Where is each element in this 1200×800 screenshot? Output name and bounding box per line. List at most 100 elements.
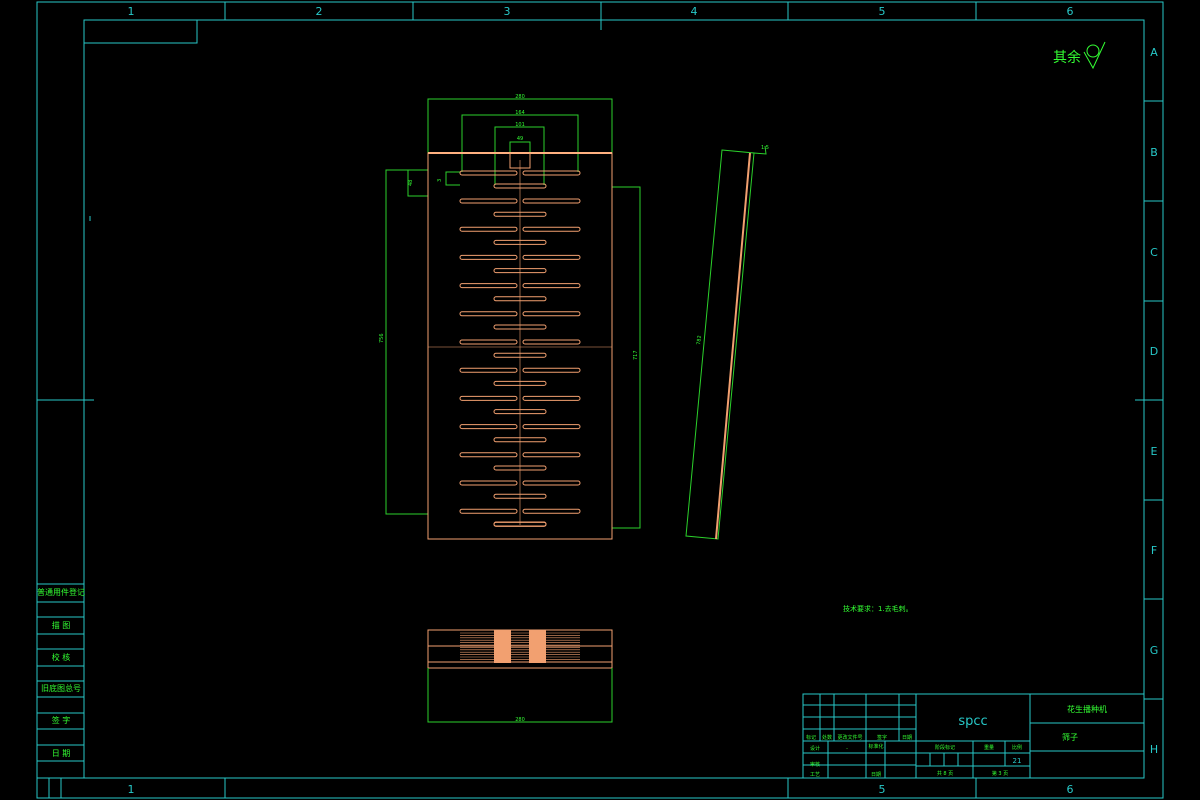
strip-label-signature: 签 字 <box>52 715 71 725</box>
slot-inner <box>493 268 547 274</box>
col-label-6: 6 <box>1067 5 1074 18</box>
strip-label-register: 普通用件登记 <box>37 587 85 597</box>
col-label-5: 5 <box>879 5 886 18</box>
slot-outer-left <box>459 254 518 260</box>
header-count: 处数 <box>822 734 832 741</box>
front-view: 280 164 101 49 3 48 756 717 <box>379 94 641 540</box>
slot-outer-left <box>459 170 518 176</box>
scale-label: 比例 <box>1012 744 1022 751</box>
slot-outer-left <box>459 339 518 345</box>
row-label-b: B <box>1150 146 1158 159</box>
slot-outer-right <box>522 254 581 260</box>
left-strip: 普通用件登记 描 图 校 核 旧底图总号 签 字 日 期 <box>37 583 85 798</box>
slot-inner <box>493 183 547 189</box>
strip-label-date: 日 期 <box>52 749 71 758</box>
slot-inner <box>493 409 547 415</box>
bottom-view: 280 <box>427 629 613 723</box>
dim-bottom-width: 280 <box>515 717 525 723</box>
strip-label-tracing: 描 图 <box>52 620 71 630</box>
slot-inner <box>493 437 547 443</box>
row-label-f: F <box>1151 544 1157 557</box>
dim-left-height: 756 <box>379 333 385 343</box>
slot-outer-left <box>459 452 518 458</box>
col-label-4: 4 <box>691 5 698 18</box>
bottom-col-label-1: 1 <box>128 783 135 796</box>
bottom-block-right <box>529 630 546 663</box>
slot-inner <box>493 465 547 471</box>
title-block: spcc 花生播种机 筛子 标记 处数 更改文件号 签字 日期 设计 审核 工艺… <box>802 693 1145 779</box>
slot-outer-right <box>522 395 581 401</box>
slot-outer-right <box>522 311 581 317</box>
sheet-frame <box>36 1 1164 799</box>
title-part-name: 筛子 <box>1062 732 1078 742</box>
col-label-1: 1 <box>128 5 135 18</box>
slot-inner <box>493 521 547 527</box>
slot-inner <box>493 324 547 330</box>
row-label-e: E <box>1151 445 1158 458</box>
slot-outer-right <box>522 339 581 345</box>
slot-outer-left <box>459 283 518 289</box>
sheet-total: 共 8 页 <box>937 770 953 777</box>
weight-label: 重量 <box>984 744 994 751</box>
design-dash: - <box>846 746 848 752</box>
scale-value: 21 <box>1013 757 1022 765</box>
dim-notch-width: 49 <box>517 136 523 142</box>
side-view-envelope <box>685 149 755 540</box>
slot-inner <box>493 296 547 302</box>
slot-outer-right <box>522 480 581 486</box>
slot-outer-left <box>459 424 518 430</box>
zone-column-labels-bottom: 1 5 6 <box>128 783 1074 796</box>
zone-column-labels: 1 2 3 4 5 6 <box>128 5 1074 18</box>
slot-outer-left <box>459 367 518 373</box>
standardization-label: 标准化 <box>868 743 883 750</box>
row-label-h: H <box>1150 743 1158 756</box>
header-date: 日期 <box>902 735 912 741</box>
header-change-doc: 更改文件号 <box>837 734 862 741</box>
strip-label-old-drawing: 旧底图总号 <box>41 683 81 693</box>
row-review: 审核 <box>810 761 820 768</box>
slot-outer-left <box>459 226 518 232</box>
slot-outer-right <box>522 367 581 373</box>
slot-outer-left <box>459 395 518 401</box>
roughness-symbol: 其余 <box>1053 41 1106 70</box>
slot-outer-right <box>522 170 581 176</box>
title-material: spcc <box>958 714 987 729</box>
bottom-col-label-6: 6 <box>1067 783 1074 796</box>
strip-label-check: 校 核 <box>52 652 71 662</box>
slot-outer-right <box>522 508 581 514</box>
header-mark: 标记 <box>806 734 816 741</box>
dim-small-b: 48 <box>408 180 414 186</box>
slot-outer-right <box>522 198 581 204</box>
title-product-name: 花生播种机 <box>1067 704 1107 714</box>
dim-side-length: 782 <box>696 335 703 345</box>
slot-inner <box>493 211 547 217</box>
roughness-circle-icon <box>1086 44 1100 58</box>
slot-outer-right <box>522 226 581 232</box>
row-label-d: D <box>1150 345 1158 358</box>
side-view-plate <box>715 152 751 540</box>
dim-top-width: 280 <box>515 94 525 100</box>
bottom-block-left <box>494 630 511 663</box>
dim-inner-width: 164 <box>515 110 525 116</box>
slot-outer-left <box>459 198 518 204</box>
slot-inner <box>493 493 547 499</box>
bottom-col-label-5: 5 <box>879 783 886 796</box>
technical-requirements: 技术要求：1.去毛刺。 <box>843 604 913 613</box>
zone-row-labels: A B C D E F G H <box>1150 46 1159 756</box>
dim-right-height: 717 <box>633 350 639 360</box>
row-label-g: G <box>1150 644 1159 657</box>
sheet-index: 第 3 页 <box>992 770 1008 777</box>
slot-outer-left <box>459 311 518 317</box>
slot-pattern <box>459 170 581 527</box>
row-process: 工艺 <box>810 772 820 778</box>
slot-inner <box>493 380 547 386</box>
process-date-label: 日期 <box>871 772 881 778</box>
side-view: 1.5 782 <box>685 145 769 540</box>
slot-outer-left <box>459 508 518 514</box>
row-design: 设计 <box>810 745 820 752</box>
col-label-3: 3 <box>504 5 511 18</box>
slot-inner <box>493 352 547 358</box>
dim-small-a: 3 <box>437 179 443 182</box>
slot-outer-right <box>522 283 581 289</box>
